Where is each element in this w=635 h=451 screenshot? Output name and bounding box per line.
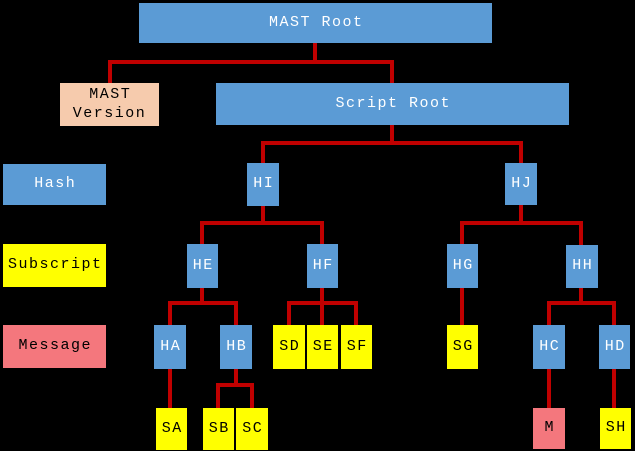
legend-message: Message bbox=[3, 325, 106, 368]
node-hf: HF bbox=[307, 244, 338, 288]
edge-hc-m bbox=[547, 369, 551, 408]
edge-mast-root-stem bbox=[313, 43, 317, 64]
edge-drop-hf bbox=[320, 221, 324, 244]
edge-mast-root-bar bbox=[108, 60, 394, 64]
edge-drop-hb bbox=[234, 301, 238, 325]
node-sh: SH bbox=[600, 408, 631, 449]
edge-hh-bar bbox=[547, 301, 616, 305]
node-se: SE bbox=[307, 325, 338, 369]
node-hd: HD bbox=[599, 325, 630, 369]
legend-subscript: Subscript bbox=[3, 244, 106, 287]
edge-script-root-bar bbox=[261, 141, 523, 145]
edge-drop-he bbox=[200, 221, 204, 244]
edge-script-root-stem bbox=[390, 125, 394, 145]
edge-hb-stem bbox=[234, 369, 238, 387]
node-hb: HB bbox=[220, 325, 252, 369]
edge-drop-sb bbox=[216, 383, 220, 408]
node-mast-version: MAST Version bbox=[60, 83, 159, 126]
node-ha: HA bbox=[154, 325, 186, 369]
edge-drop-hj bbox=[519, 141, 523, 163]
node-hg: HG bbox=[447, 244, 478, 288]
node-sa: SA bbox=[156, 408, 187, 450]
edge-ha-sa bbox=[168, 369, 172, 408]
edge-drop-sc bbox=[250, 383, 254, 408]
edge-drop-hi bbox=[261, 141, 265, 163]
node-sc: SC bbox=[236, 408, 268, 450]
node-hh: HH bbox=[566, 245, 598, 288]
edge-drop-sd bbox=[287, 301, 291, 325]
node-sb: SB bbox=[203, 408, 234, 450]
edge-drop-mast-version bbox=[108, 60, 112, 83]
legend-hash: Hash bbox=[3, 164, 106, 205]
node-he: HE bbox=[187, 244, 218, 288]
edge-drop-hc bbox=[547, 301, 551, 325]
edge-hj-bar bbox=[460, 221, 583, 225]
edge-hb-bar bbox=[216, 383, 254, 387]
node-hc: HC bbox=[533, 325, 565, 369]
edge-drop-ha bbox=[168, 301, 172, 325]
node-hi: HI bbox=[247, 163, 279, 206]
node-hj: HJ bbox=[505, 163, 537, 205]
edge-hd-sh bbox=[612, 369, 616, 408]
edge-drop-hh bbox=[579, 221, 583, 245]
edge-hf-stem-se bbox=[320, 288, 324, 325]
node-script-root: Script Root bbox=[216, 83, 569, 125]
node-mast-root: MAST Root bbox=[139, 3, 492, 43]
edge-drop-sf bbox=[354, 301, 358, 325]
node-sg: SG bbox=[447, 325, 478, 369]
edge-drop-hg bbox=[460, 221, 464, 244]
edge-hf-bar bbox=[287, 301, 358, 305]
edge-drop-hd bbox=[612, 301, 616, 325]
edge-hg-sg bbox=[460, 288, 464, 325]
edge-hi-stem bbox=[261, 206, 265, 225]
node-sf: SF bbox=[341, 325, 372, 369]
node-sd: SD bbox=[273, 325, 305, 369]
edge-hj-stem bbox=[519, 205, 523, 225]
node-m: M bbox=[533, 408, 565, 449]
edge-drop-script-root bbox=[390, 60, 394, 83]
edge-he-bar bbox=[168, 301, 238, 305]
edge-he-stem bbox=[200, 288, 204, 305]
edge-hh-stem bbox=[579, 288, 583, 305]
edge-hi-bar bbox=[200, 221, 324, 225]
